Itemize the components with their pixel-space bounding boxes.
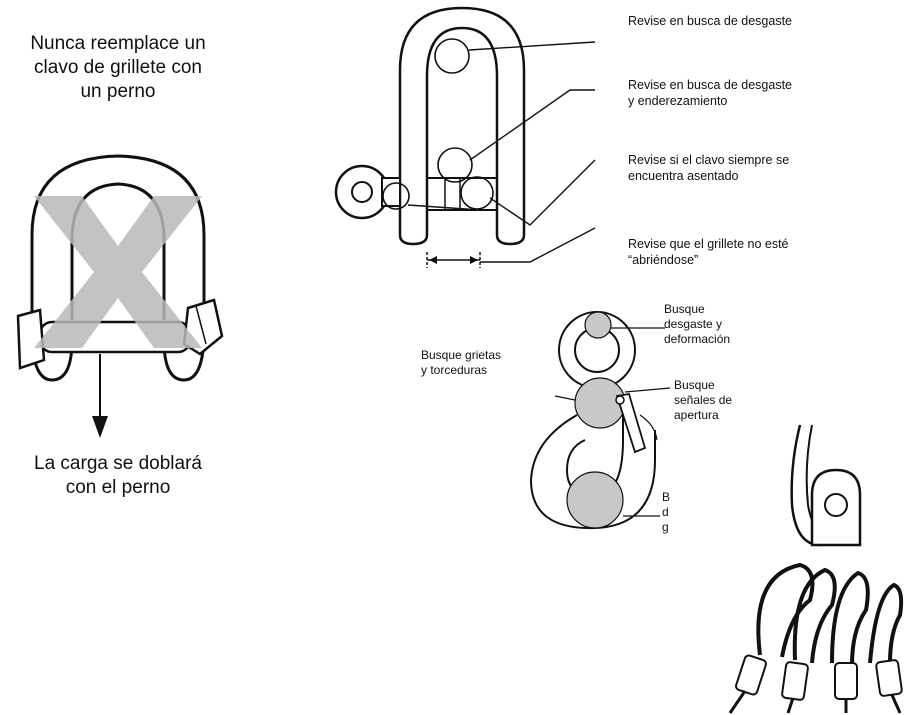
inspection-circle-pin (460, 176, 494, 210)
callout-line: Revise si el clavo siempre se (628, 153, 790, 167)
inspection-circle-mid (437, 147, 473, 183)
sling-eye-2 (792, 567, 837, 664)
inspection-circle-top (434, 38, 470, 74)
callout-line: Revise que el grillete no esté (628, 237, 789, 251)
shackle-with-bolt-illustration (16, 154, 224, 438)
shackle-pin (426, 177, 498, 211)
inspection-circle-eye (382, 182, 410, 210)
callout-line: encuentra asentado (628, 169, 739, 183)
hook-label-line: Busque (674, 378, 715, 392)
callout-line: y enderezamiento (628, 94, 728, 108)
hook-label-line: deformación (664, 332, 731, 346)
hook-label-line: y torceduras (421, 363, 488, 377)
load-caption-line: con el perno (65, 477, 171, 498)
hook-label-line: apertura (674, 408, 719, 422)
wear-zone-throat (566, 471, 624, 529)
shackle-bow-outer (398, 6, 526, 235)
callout-opening: Revise que el grillete no esté “abriéndo… (628, 236, 898, 268)
shackle-bow-inner (425, 26, 499, 235)
callout-wear: Revise en busca de desgaste (628, 13, 898, 29)
load-caption: La carga se doblará con el perno (0, 452, 236, 500)
hook-label-bottom: B d g (662, 490, 676, 535)
hook-label-line: señales de (674, 393, 733, 407)
ferrule-1 (735, 654, 767, 696)
hook-label-line: B (662, 490, 671, 504)
leader-line-3 (489, 159, 596, 226)
shackle-inspection-diagram (334, 6, 596, 268)
hook-label-line: Busque (664, 302, 705, 316)
callout-line: Revise en busca de desgaste (628, 78, 792, 92)
hook-label-line: d (662, 505, 669, 519)
leader-line-1 (468, 41, 596, 51)
hook-label-line: Busque grietas (421, 348, 502, 362)
sling-eye-4 (868, 582, 904, 664)
warning-title-line: clavo de grillete con (34, 57, 202, 78)
load-caption-line: La carga se doblará (34, 453, 202, 474)
hook-body (529, 414, 656, 530)
wear-zone-top (584, 311, 612, 339)
hook-label-opening: Busque señales de apertura (674, 378, 774, 424)
bolt-head (16, 308, 46, 370)
hook-label-cracks: Busque grietas y torceduras (421, 348, 541, 378)
pin-eye-inner (351, 181, 373, 203)
hook-latch (615, 392, 647, 454)
load-arrow-head (92, 416, 108, 438)
sling-eye-3 (830, 570, 870, 666)
warning-title-line: Nunca reemplace un (30, 33, 206, 54)
hook-with-slings-illustration (728, 424, 904, 714)
leader-line-5 (480, 227, 596, 263)
ferrule-3 (834, 662, 858, 700)
sling-eye-1 (756, 562, 815, 658)
ferrule-2 (781, 661, 809, 701)
callout-wear-straightening: Revise en busca de desgaste y enderezami… (628, 77, 898, 109)
hook-inspection-diagram (529, 311, 671, 530)
warning-title-line: un perno (80, 81, 156, 102)
callout-pin-seated: Revise si el clavo siempre se encuentra … (628, 152, 898, 184)
leader-line-4 (407, 204, 481, 211)
warning-title: Nunca reemplace un clavo de grillete con… (0, 32, 236, 104)
leader-line-2 (469, 89, 595, 161)
prohibited-x-mark (34, 196, 202, 348)
callout-line: Revise en busca de desgaste (628, 14, 792, 28)
ferrule-4 (875, 659, 903, 697)
hook-label-line: desgaste y (664, 317, 723, 331)
callout-line: “abriéndose” (628, 253, 699, 267)
hook-label-line: g (662, 520, 669, 534)
hook-label-wear: Busque desgaste y deformación (664, 302, 784, 347)
